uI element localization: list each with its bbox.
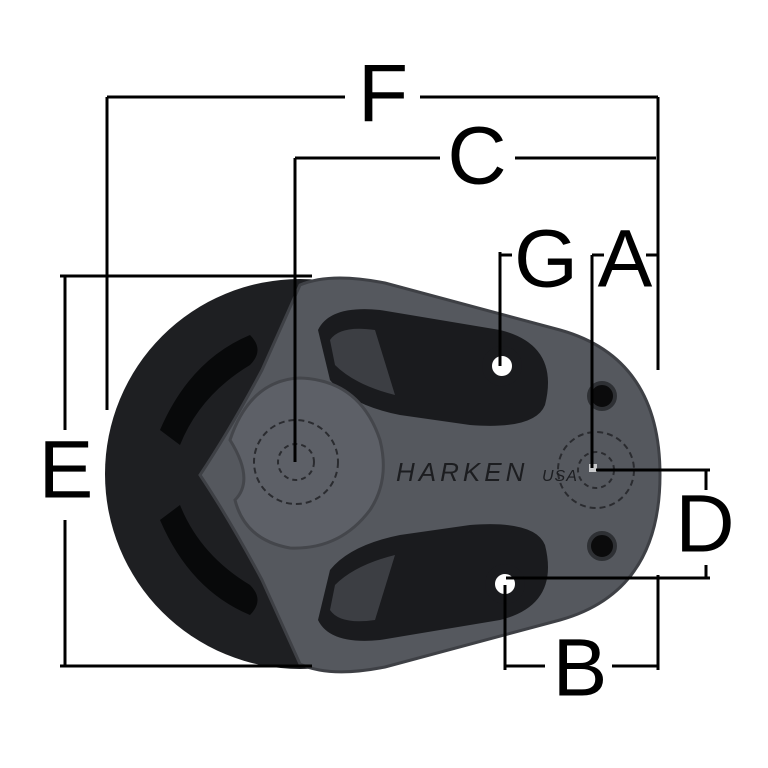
label-e: E — [39, 425, 94, 516]
dimension-a: A — [590, 214, 658, 468]
dark-hole-bottom — [587, 531, 617, 561]
dimension-g: G — [498, 214, 578, 366]
hub-dashed-outer — [253, 419, 339, 505]
dimension-c: C — [293, 111, 656, 462]
label-b: B — [553, 623, 608, 714]
dark-hole-top — [587, 381, 617, 411]
label-f: F — [358, 49, 408, 140]
brand-logo: HARKEN — [396, 457, 528, 487]
label-d: D — [675, 479, 734, 570]
dimension-b: B — [503, 575, 660, 714]
label-c: C — [447, 111, 506, 202]
sheave-slots — [160, 335, 258, 615]
dimension-d: D — [506, 468, 735, 580]
label-a: A — [598, 214, 653, 305]
origin-logo: USA — [542, 468, 578, 485]
dimension-f: F — [105, 49, 660, 410]
label-g: G — [514, 214, 578, 305]
dimension-e: E — [39, 274, 312, 668]
inner-slot-highlights — [330, 328, 395, 622]
white-hole-top — [482, 346, 522, 386]
hub — [228, 376, 385, 550]
